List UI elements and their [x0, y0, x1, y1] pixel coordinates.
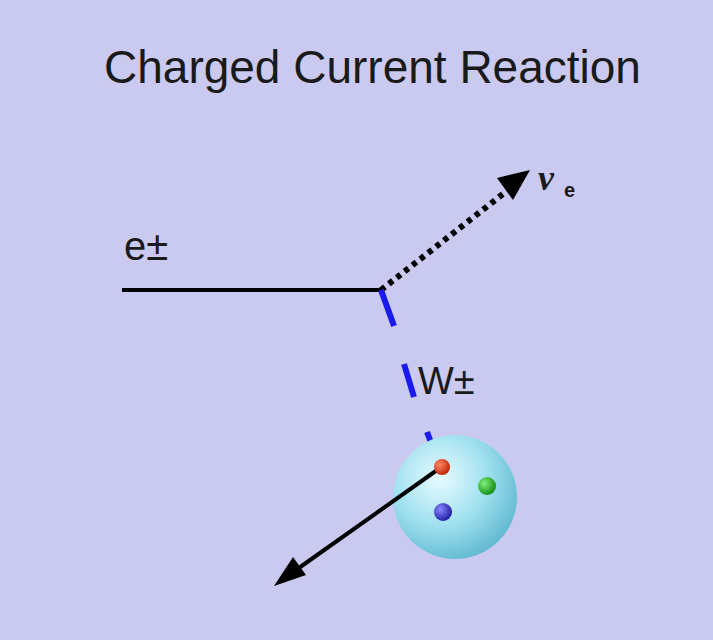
neutrino-line — [381, 190, 508, 290]
quark-blue — [434, 503, 452, 521]
quark-green — [478, 477, 496, 495]
diagram-title: Charged Current Reaction — [104, 44, 641, 90]
neutrino-arrowhead — [497, 170, 530, 200]
proton-sphere — [393, 435, 517, 559]
quark-red — [434, 459, 450, 475]
particle-label: e± — [124, 226, 168, 266]
quark-arrowhead — [274, 557, 306, 586]
quark-track — [296, 468, 440, 570]
particle-label: W± — [418, 362, 475, 400]
particle-label: ν — [538, 160, 554, 196]
subscript-label: e — [564, 180, 575, 200]
electron-line — [122, 288, 381, 292]
